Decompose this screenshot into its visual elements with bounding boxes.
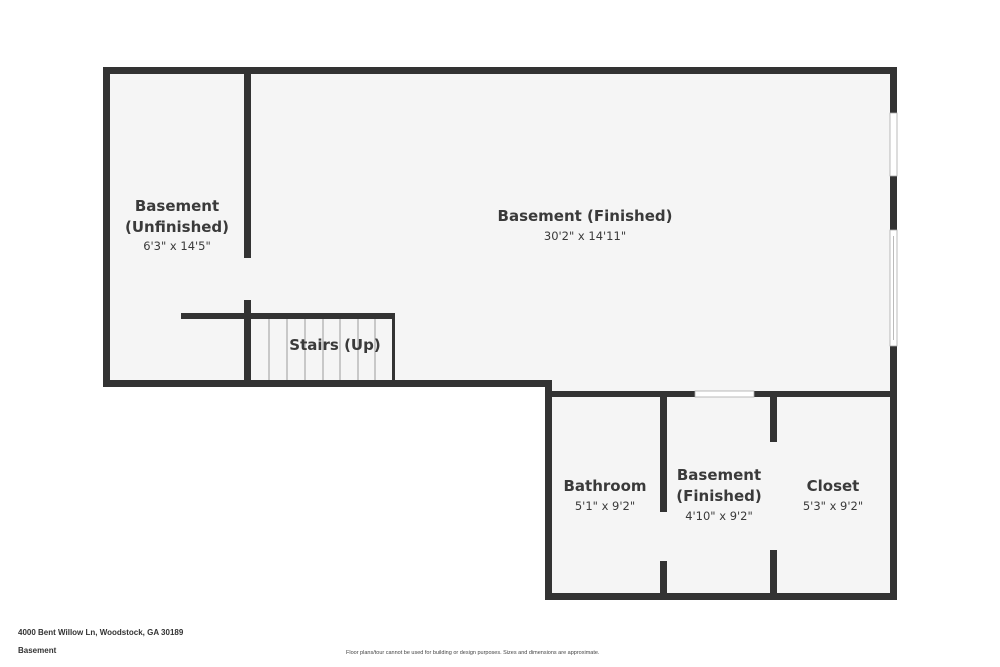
wall-stairs-right [392, 313, 395, 383]
room-dimensions: 4'10" x 9'2" [685, 509, 753, 523]
wall-right-2 [890, 176, 897, 230]
room-name-line: Stairs (Up) [289, 336, 380, 354]
address-label: 4000 Bent Willow Ln, Woodstock, GA 30189 [18, 628, 184, 637]
room-name-line: Basement [677, 466, 761, 484]
floor-upper [107, 71, 894, 383]
room-name-line: (Unfinished) [125, 218, 229, 236]
wall-closet-2 [770, 550, 777, 599]
wall-partition-1 [244, 71, 251, 258]
room-name-line: Bathroom [563, 477, 646, 495]
wall-lower-left [545, 380, 552, 600]
room-name-line: (Finished) [676, 487, 761, 505]
wall-lower-top-1 [545, 391, 695, 397]
room-label-bathroom: Bathroom 5'1" x 9'2" [563, 477, 646, 513]
room-name-line: Basement [135, 197, 219, 215]
wall-right-3 [890, 346, 897, 600]
wall-lower-top-2 [754, 391, 897, 397]
room-label-basement-finished: Basement (Finished) 30'2" x 14'11" [498, 207, 673, 243]
window-right-1 [889, 112, 898, 177]
wall-bath-2 [660, 561, 667, 599]
floor-level-label: Basement [18, 646, 57, 655]
floor-lower [548, 383, 894, 596]
room-label-stairs: Stairs (Up) [289, 336, 380, 354]
wall-lower-bottom [545, 593, 897, 600]
room-name-line: Basement (Finished) [498, 207, 673, 225]
wall-top [103, 67, 897, 74]
room-dimensions: 5'1" x 9'2" [575, 499, 635, 513]
room-dimensions: 30'2" x 14'11" [544, 229, 626, 243]
door-lower-top [694, 390, 755, 398]
room-name-line: Closet [807, 477, 860, 495]
room-dimensions: 5'3" x 9'2" [803, 499, 863, 513]
wall-right-1 [890, 67, 897, 113]
stair-treads [268, 319, 376, 381]
wall-closet-1 [770, 391, 777, 442]
room-label-basement-finished-small: Basement (Finished) 4'10" x 9'2" [676, 466, 761, 523]
wall-stairs-top [181, 313, 395, 319]
room-dimensions: 6'3" x 14'5" [143, 239, 211, 253]
room-label-basement-unfinished: Basement (Unfinished) 6'3" x 14'5" [125, 197, 229, 253]
floor-areas [107, 71, 894, 596]
disclaimer-text: Floor plans/tour cannot be used for buil… [346, 650, 600, 656]
room-label-closet: Closet 5'3" x 9'2" [803, 477, 863, 513]
wall-bath-1 [660, 391, 667, 512]
walls [103, 67, 897, 600]
wall-bottom-left [103, 380, 552, 387]
wall-partition-2 [244, 300, 251, 385]
wall-left [103, 67, 110, 387]
